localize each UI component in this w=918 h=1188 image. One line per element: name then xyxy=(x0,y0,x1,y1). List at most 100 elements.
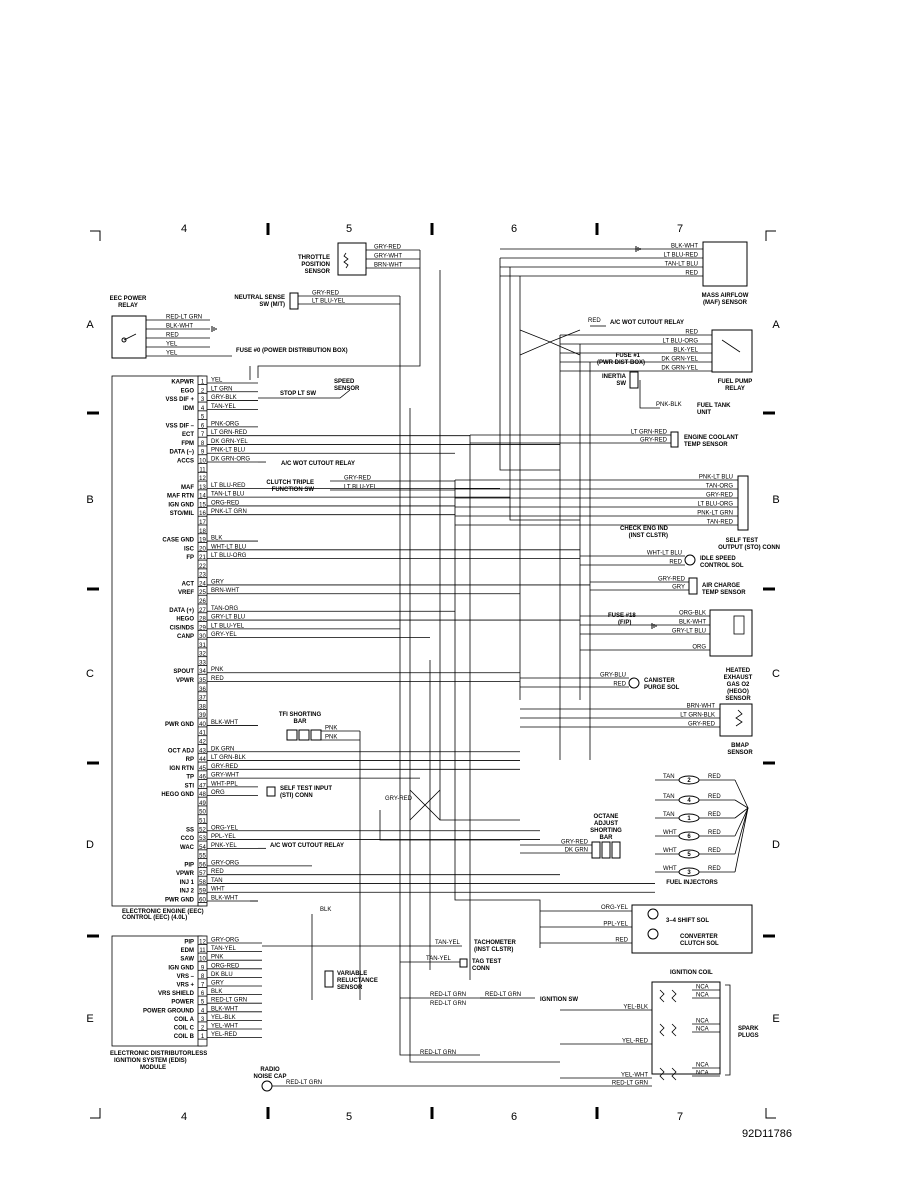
eec-pin-name: MAF xyxy=(181,485,194,491)
edis-title-3: MODULE xyxy=(140,1065,166,1071)
edis-pin-number: 9 xyxy=(201,965,205,971)
eec-pin-number: 35 xyxy=(199,678,206,684)
injector-right-label: RED xyxy=(708,866,721,872)
eec-pin-number: 5 xyxy=(201,415,205,421)
eec-pin-number: 31 xyxy=(199,643,206,649)
fuel-pump-label: FUEL PUMP xyxy=(718,379,753,385)
tfi-bar-left xyxy=(286,729,298,741)
grid-tick-left xyxy=(87,587,99,591)
clutch-label: CLUTCH TRIPLE xyxy=(266,480,314,486)
vrs-label: VARIABLE xyxy=(337,971,367,977)
isc-wire-label: WHT-LT BLU xyxy=(647,551,682,557)
eec-pin-name: ACT xyxy=(182,581,195,587)
eec-pin-number: 57 xyxy=(199,871,206,877)
eec-pin-name: VREF xyxy=(178,590,194,596)
ect-wire-label: GRY-RED xyxy=(640,438,668,444)
eec-pin-number: 40 xyxy=(199,722,206,728)
hego-label: SENSOR xyxy=(725,696,751,702)
maf-wire-label: LT BLU-RED xyxy=(664,253,699,259)
injector-right-label: RED xyxy=(708,794,721,800)
edis-pin-wire-label: GRY xyxy=(211,981,224,987)
edis-pin-number: 11 xyxy=(199,948,206,954)
eec-pin-wire-label: LT GRN xyxy=(211,386,232,392)
octane-wire-label: GRY-RED xyxy=(561,840,589,846)
eec-pin-number: 46 xyxy=(199,775,206,781)
eec-pin-number: 27 xyxy=(199,608,206,614)
eec-pin-number: 14 xyxy=(199,494,206,500)
fuel-tank-wire xyxy=(639,380,660,409)
injector-bus-3 xyxy=(734,807,749,873)
eec-pin-name: PIP xyxy=(184,862,194,868)
eec-pin-wire-label: TAN-ORG xyxy=(211,606,239,612)
bus-wire xyxy=(439,270,520,821)
spark-plug-brace xyxy=(725,984,731,1076)
eec-pin-number: 37 xyxy=(199,696,206,702)
act-label: AIR CHARGE xyxy=(702,583,740,589)
eec-pin-number: 33 xyxy=(199,660,206,666)
bus-wire xyxy=(399,296,480,1056)
eec-pin-wire-label: ORG-YEL xyxy=(211,825,239,831)
eec-pin-number: 22 xyxy=(199,564,206,570)
injector-left-label: TAN xyxy=(663,774,675,780)
eec-pin-name: CCO xyxy=(181,836,195,842)
edis-pin-wire-label: BLK xyxy=(211,989,222,995)
fuse1-label: (PWR DIST BOX) xyxy=(597,360,645,366)
eec-pin-wire-label: TAN xyxy=(211,878,223,884)
throttle-label: POSITION xyxy=(301,262,330,268)
neutral-wire-label: LT BLU-YEL xyxy=(312,299,346,305)
edis-pin-number: 3 xyxy=(201,1017,205,1023)
corner-mark-tl xyxy=(90,230,101,241)
eec-pin-wire-label: LT GRN-BLK xyxy=(211,755,246,761)
fuel-tank-label: UNIT xyxy=(697,410,711,416)
eec-pin-wire-label: GRY-LT BLU xyxy=(211,615,245,621)
sto-wire-label: LT BLU-ORG xyxy=(698,502,734,508)
injector-number: 2 xyxy=(687,778,691,784)
act-wire-label: GRY xyxy=(672,585,685,591)
coil-winding xyxy=(671,989,677,1003)
row-label-right: D xyxy=(772,839,780,851)
grid-tick-top xyxy=(595,223,599,235)
throttle-resistor xyxy=(343,252,349,269)
bmap-wire-label: LT GRN-BLK xyxy=(680,713,715,719)
eec-pin-number: 1 xyxy=(201,380,205,386)
eec-pin-number: 50 xyxy=(199,810,206,816)
eec-pin-number: 41 xyxy=(199,731,206,737)
bus-wire xyxy=(379,810,520,841)
edis-pin-wire-label: TAN-YEL xyxy=(211,946,237,952)
eec-pin-name: ECT xyxy=(182,432,194,438)
column-label-bottom: 4 xyxy=(181,1111,187,1123)
fuse0-label: FUSE #0 (POWER DISTRIBUTION BOX) xyxy=(236,348,348,354)
eec-pin-name: MAF RTN xyxy=(167,494,194,500)
injector-left-label: WHT xyxy=(663,848,677,854)
eec-pin-name: OCT ADJ xyxy=(168,748,194,754)
eec-pin-name: SS xyxy=(186,827,194,833)
eec-pin-number: 60 xyxy=(199,898,206,904)
eec-pin-number: 25 xyxy=(199,590,206,596)
conv-sol-wire-label: PPL-YEL xyxy=(603,922,628,928)
eec-title-2: CONTROL (EEC) (4.0L) xyxy=(122,915,187,921)
bmap-wire-label: GRY-RED xyxy=(688,722,716,728)
eec-pin-wire-label: BLK xyxy=(211,536,222,542)
act-wire-label: GRY-RED xyxy=(658,577,686,583)
eec-pin-name: RP xyxy=(186,757,194,763)
injector-number: 5 xyxy=(687,852,691,858)
eec-pin-number: 17 xyxy=(199,520,206,526)
edis-pin-number: 8 xyxy=(201,974,205,980)
eec-pin-number: 7 xyxy=(201,432,205,438)
eec-pin-wire-label: GRY-BLK xyxy=(211,395,237,401)
injector-number: 6 xyxy=(687,834,691,840)
edis-pin-name: VRS SHIELD xyxy=(158,991,195,997)
bmap-sensor xyxy=(719,703,753,737)
eec-title-1: ELECTRONIC ENGINE (EEC) xyxy=(122,909,204,915)
eec-pin-name: VSS DIF – xyxy=(166,423,195,429)
conv-sol-label: CONVERTER xyxy=(680,934,718,940)
eec-pin-name: KAPWR xyxy=(171,380,194,386)
coil-winding xyxy=(671,1023,677,1037)
edis-pin-number: 6 xyxy=(201,991,205,997)
inertia-label: SW xyxy=(616,381,626,387)
radio-label: NOISE CAP xyxy=(253,1074,286,1080)
eec-pin-number: 53 xyxy=(199,836,206,842)
eec-pin-number: 39 xyxy=(199,713,206,719)
row-label-right: B xyxy=(772,494,779,506)
